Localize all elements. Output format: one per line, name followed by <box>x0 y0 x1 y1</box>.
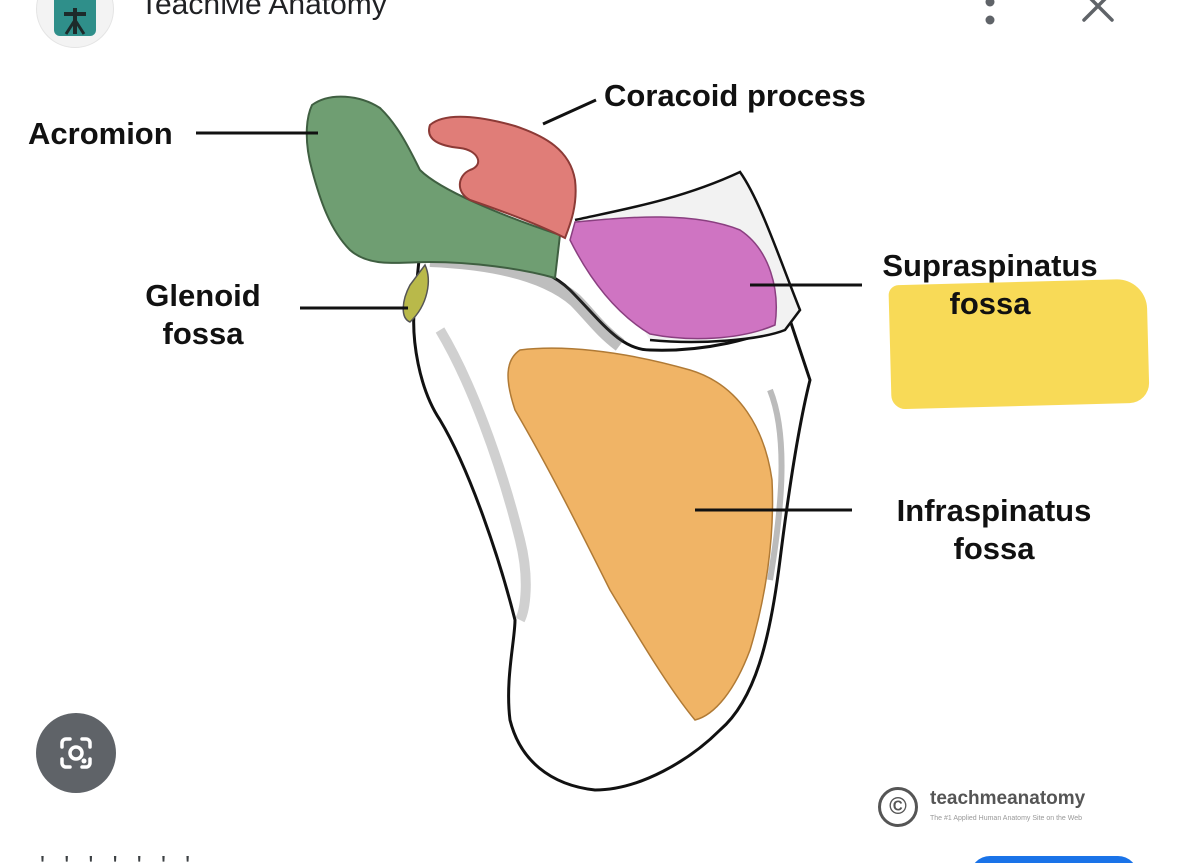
label-glenoid-fossa: Glenoid fossa <box>138 277 268 353</box>
label-acromion: Acromion <box>28 116 173 151</box>
label-supraspinatus-line1: Supraspinatus <box>882 248 1098 283</box>
coracoid-region <box>428 115 577 240</box>
label-infraspinatus-fossa: Infraspinatus fossa <box>885 492 1103 568</box>
glenoid-region <box>402 263 429 323</box>
site-favicon[interactable] <box>36 0 114 48</box>
medial-border-shading <box>767 388 785 581</box>
scapula-illustration <box>196 95 862 792</box>
site-title[interactable]: TeachMe Anatomy <box>140 0 387 21</box>
teachme-anatomy-logo-icon <box>54 0 96 36</box>
close-button[interactable] <box>1074 0 1122 32</box>
more-vert-icon <box>985 0 995 25</box>
infraspinatus-region <box>507 347 774 721</box>
label-coracoid-process: Coracoid process <box>604 78 866 113</box>
label-glenoid-line2: fossa <box>162 316 244 351</box>
image-viewer-header: TeachMe Anatomy <box>0 0 1179 60</box>
lateral-border-shading <box>435 327 531 623</box>
label-infraspinatus-line1: Infraspinatus <box>896 493 1092 528</box>
acromion-region <box>305 95 562 280</box>
more-options-button[interactable] <box>968 0 1012 34</box>
label-supraspinatus-line2: fossa <box>949 286 1031 321</box>
scapula-diagram-image[interactable]: Acromion Coracoid process Glenoid fossa … <box>0 60 1179 840</box>
copyright-symbol: © <box>878 787 918 827</box>
bottom-cutoff-area: ' ' ' ' ' ' ' <box>0 840 1179 863</box>
google-lens-button[interactable] <box>36 713 116 793</box>
label-supraspinatus-fossa: Supraspinatus fossa <box>872 247 1108 323</box>
supraspinatus-region <box>569 216 777 340</box>
close-icon <box>1082 0 1114 22</box>
coracoid-leader <box>542 98 597 126</box>
teachmeanatomy-watermark: © teachmeanatomy The #1 Applied Human An… <box>878 785 1158 830</box>
watermark-text: teachmeanatomy <box>930 788 1086 809</box>
watermark-subtext: The #1 Applied Human Anatomy Site on the… <box>930 815 1083 822</box>
bottom-action-button[interactable] <box>970 856 1138 863</box>
label-infraspinatus-line2: fossa <box>953 531 1035 566</box>
google-lens-icon <box>60 737 92 769</box>
bottom-partial-text: ' ' ' ' ' ' ' <box>40 850 196 863</box>
label-glenoid-line1: Glenoid <box>145 278 261 313</box>
